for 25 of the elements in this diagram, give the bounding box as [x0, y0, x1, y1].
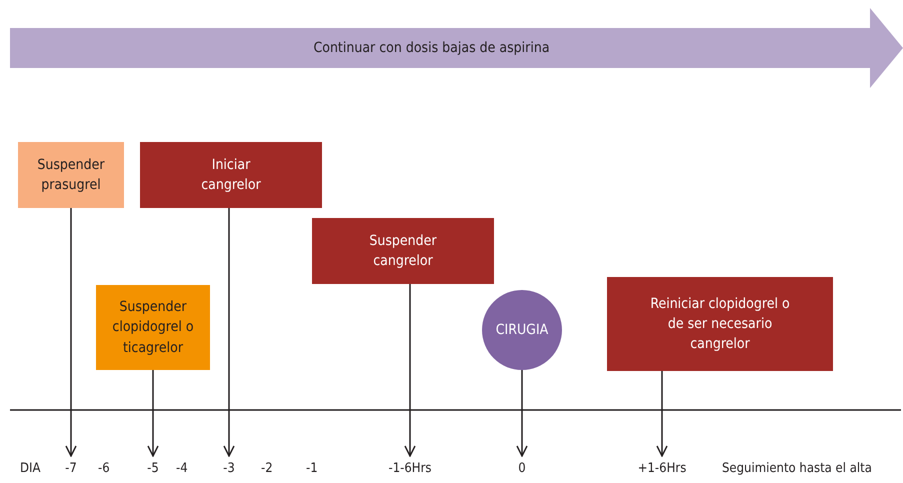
tick-label: -2: [261, 460, 273, 478]
arrow: [404, 284, 416, 457]
surgery-circle: CIRUGIA: [482, 290, 562, 370]
tick-label: -4: [176, 460, 188, 478]
step-box: Reiniciar clopidogrel o de ser necesario cangrelor: [607, 277, 833, 371]
tick-label: -3: [212, 458, 246, 480]
tick-label: -1: [306, 460, 318, 478]
tick-label: -5: [137, 458, 169, 480]
step-box: Suspender prasugrel: [18, 142, 124, 208]
tick-label: -6: [98, 460, 110, 478]
tick-label: +1-6Hrs: [622, 458, 702, 480]
step-box: Iniciar cangrelor: [140, 142, 322, 208]
tick-label: 0: [510, 458, 534, 480]
arrow-band: Continuar con dosis bajas de aspirina: [10, 8, 903, 88]
arrow: [516, 370, 528, 457]
arrow: [656, 371, 668, 457]
arrow: [65, 208, 77, 457]
tick-label: -7: [55, 458, 87, 480]
tick-label: Seguimiento hasta el alta: [722, 460, 872, 478]
arrow: [147, 370, 159, 457]
arrow: [223, 208, 235, 457]
tick-label: -1-6Hrs: [370, 458, 450, 480]
step-box: Suspender cangrelor: [312, 218, 494, 284]
step-box: Suspender clopidogrel o ticagrelor: [96, 285, 210, 370]
tick-label: DIA: [20, 460, 40, 478]
